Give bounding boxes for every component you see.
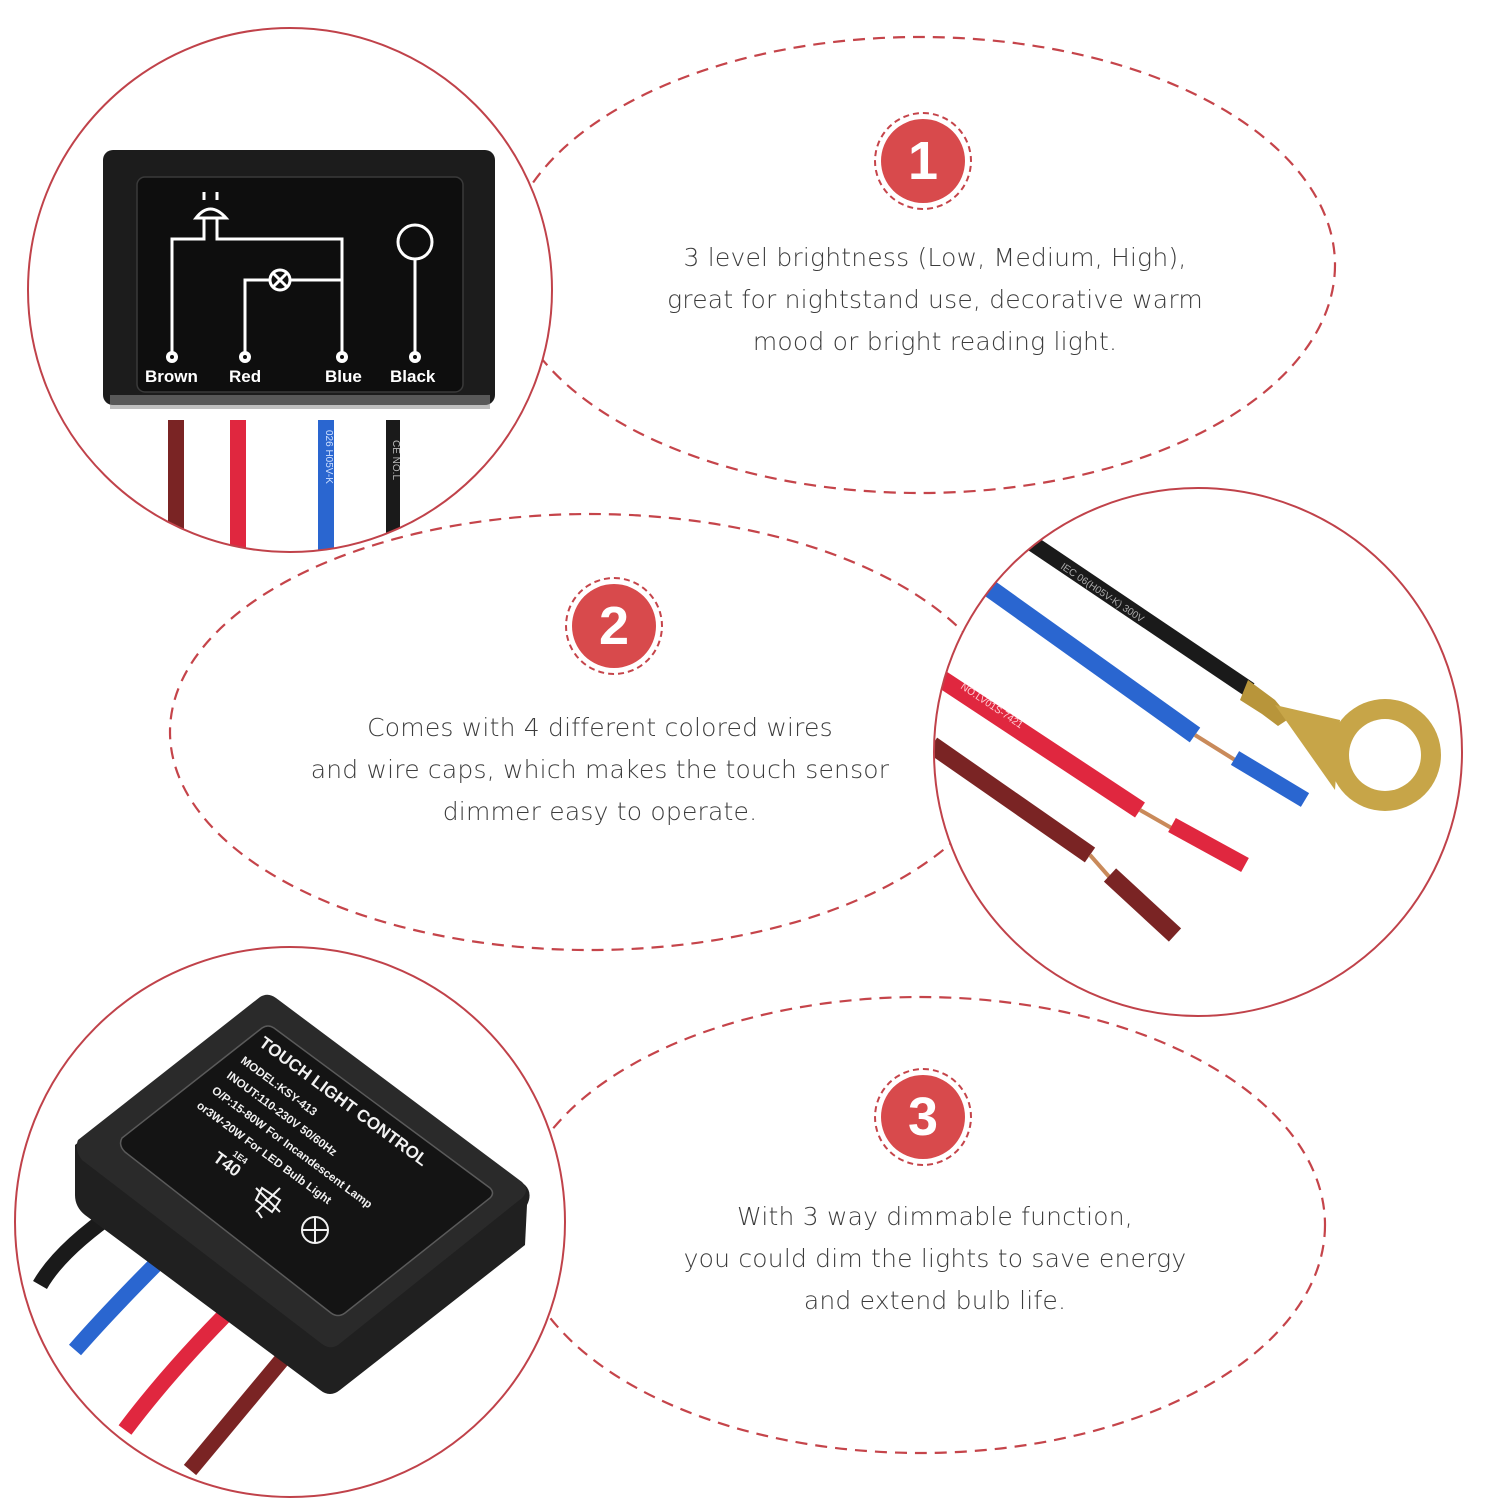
wire-blue <box>318 420 334 552</box>
terminal-label-blue: Blue <box>325 367 362 386</box>
feature-2-description: Comes with 4 different colored wires and… <box>310 713 890 826</box>
terminal-label-brown: Brown <box>145 367 198 386</box>
number-badge-3: 3 <box>881 1075 965 1159</box>
product-front-view: 026 H05V-K CE NO.L <box>103 150 495 552</box>
feature-1-description: 3 level brightness (Low, Medium, High), … <box>667 243 1203 356</box>
product-circle-1 <box>27 27 553 553</box>
dashed-oval-3 <box>513 995 1327 1455</box>
feature-3-description: With 3 way dimmable function, you could … <box>683 1202 1187 1315</box>
terminal-label-red: Red <box>229 367 261 386</box>
product-circle-3 <box>14 946 566 1498</box>
number-badge-2: 2 <box>572 584 656 668</box>
svg-text:CE NO.L: CE NO.L <box>390 440 401 480</box>
number-badge-1: 1 <box>881 119 965 203</box>
badge-ring-1 <box>874 112 972 210</box>
svg-text:026 H05V-K: 026 H05V-K <box>323 430 334 484</box>
product-circle-2 <box>933 487 1463 1017</box>
badge-ring-2 <box>565 577 663 675</box>
badge-ring-3 <box>874 1068 972 1166</box>
terminal-label-black: Black <box>390 367 436 386</box>
wire-black <box>386 420 400 552</box>
wire-brown <box>168 420 184 552</box>
product-angled-view: TOUCH LIGHT CONTROL MODEL:KSY-413 INOUT:… <box>33 994 530 1476</box>
wire-red <box>230 420 246 552</box>
